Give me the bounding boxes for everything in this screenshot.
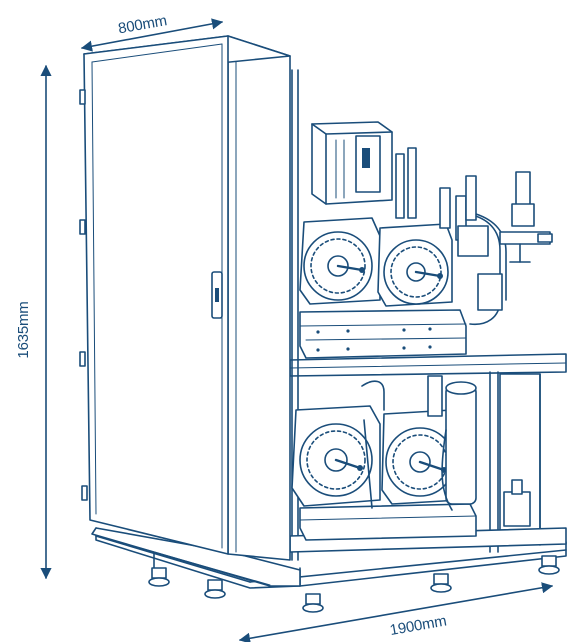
foot: [204, 579, 226, 599]
machine-feet: [148, 555, 560, 613]
compressor-lower-right: [381, 409, 461, 505]
compressor-upper-left: [299, 217, 381, 305]
control-box: [311, 121, 393, 205]
compressor-lower-left: [291, 405, 381, 507]
height-dimension: 1635mm: [15, 64, 52, 580]
door-handle: [211, 271, 223, 319]
lower-compressor-tier: [291, 375, 531, 541]
upper-compressor-tier: [299, 121, 553, 359]
foot: [538, 555, 560, 575]
foot: [302, 593, 324, 613]
foot: [148, 567, 170, 587]
lower-piping: [361, 375, 531, 527]
height-label: 1635mm: [15, 301, 32, 358]
electrical-cabinet: [79, 35, 291, 561]
length-label: 1900mm: [389, 612, 448, 639]
valve-assembly: [499, 171, 553, 263]
foot: [430, 573, 452, 593]
upper-piping: [395, 147, 507, 326]
compressor-upper-right: [377, 223, 453, 307]
length-dimension: 1900mm: [238, 582, 554, 642]
door-hinges: [79, 89, 88, 501]
